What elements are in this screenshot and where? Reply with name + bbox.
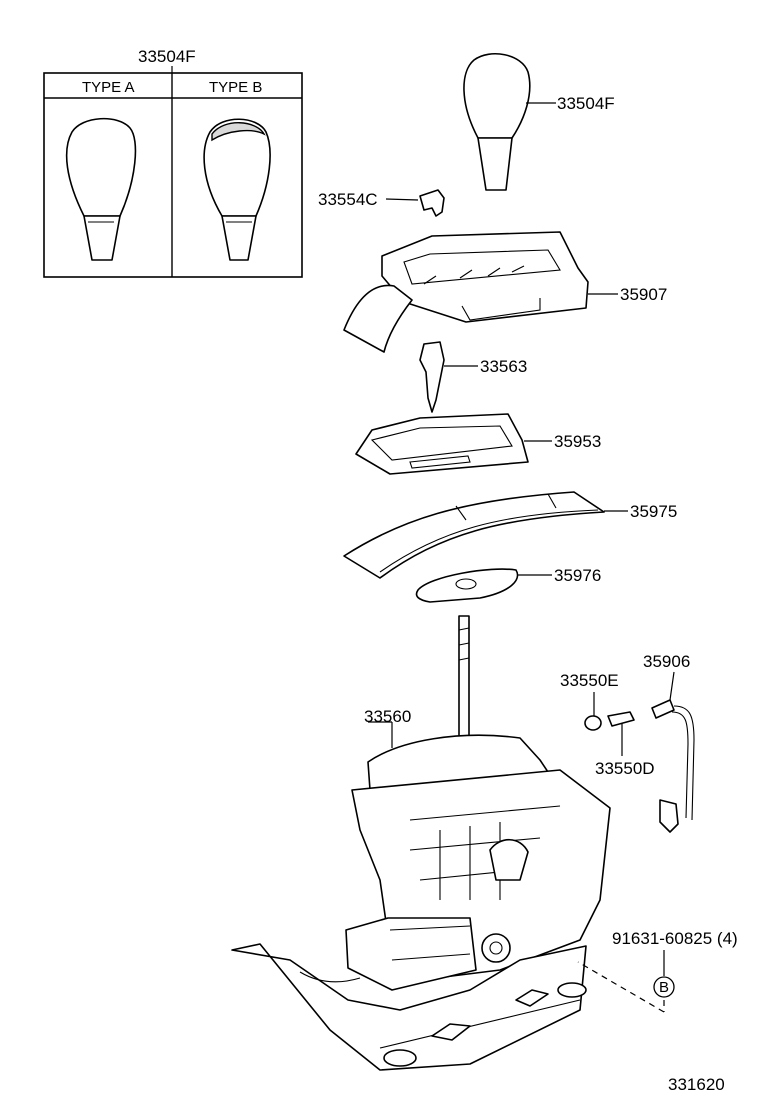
label-dust-cover: 35975 (630, 502, 677, 521)
knob-clip: 33554C (318, 189, 445, 217)
shift-knob: 33504F (463, 52, 615, 191)
label-type-box-part-no: 33504F (138, 47, 196, 66)
position-lamp: 33563 (419, 341, 527, 413)
cover-plate: 35976 (415, 566, 601, 603)
shift-lever-housing: 33560 (231, 615, 611, 1071)
label-bulb-socket: 33550E (560, 671, 619, 690)
label-position-lamp: 33563 (480, 357, 527, 376)
label-bolt: 91631-60825 (4) (612, 929, 738, 948)
illustration-number: 331620 (668, 1075, 725, 1094)
slide-plate: 35953 (355, 413, 601, 475)
bolt-reference: 91631-60825 (4) B (577, 929, 738, 1013)
dust-cover: 35975 (343, 491, 677, 579)
header-type-b: TYPE B (209, 79, 262, 96)
label-slide-plate: 35953 (554, 432, 601, 451)
label-knob: 33504F (557, 94, 615, 113)
indicator-housing: 35907 (343, 231, 667, 353)
label-wire-harness: 35906 (643, 652, 690, 671)
knob-type-a (65, 117, 137, 261)
label-indicator-housing: 35907 (620, 285, 667, 304)
wire-harness: 35906 (643, 652, 695, 833)
bulb-assembly: 33550E 33550D (560, 671, 655, 778)
label-shift-lever-housing: 33560 (364, 707, 411, 726)
header-type-a: TYPE A (82, 79, 135, 96)
knob-type-b (203, 118, 271, 261)
label-cover-plate: 35976 (554, 566, 601, 585)
label-knob-clip: 33554C (318, 190, 378, 209)
knob-type-box: 33504F TYPE A TYPE B (43, 47, 303, 278)
label-bolt-ref: B (659, 979, 669, 996)
label-bulb: 33550D (595, 759, 655, 778)
